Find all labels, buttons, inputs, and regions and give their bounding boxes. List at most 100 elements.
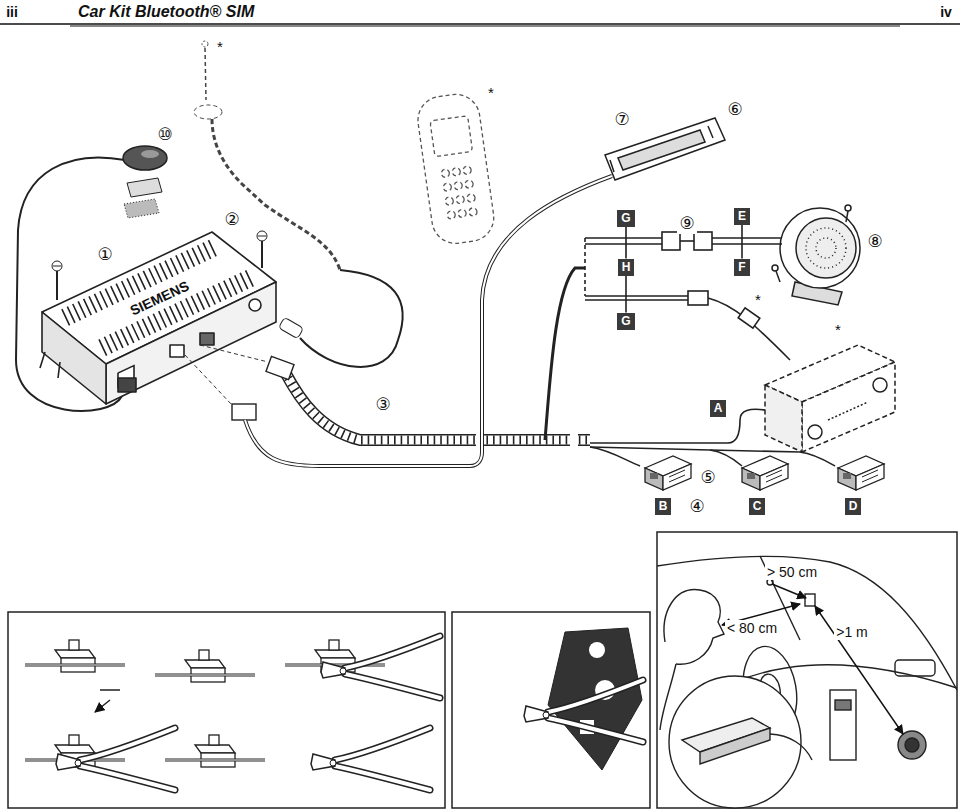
dimension-label: < 80 cm xyxy=(725,620,779,636)
main-unit xyxy=(170,345,184,357)
main-unit xyxy=(102,277,252,347)
label-holder: ⑦ xyxy=(614,110,629,130)
crimp-instructions xyxy=(95,690,120,712)
label-holder: * xyxy=(217,38,223,56)
wiring xyxy=(545,232,835,466)
loudspeaker xyxy=(772,265,778,271)
mounting-screw xyxy=(257,231,267,241)
mounting-screw xyxy=(261,241,263,268)
mobile-phone xyxy=(415,91,497,246)
wire-letter: A xyxy=(714,401,723,416)
wire-letter: C xyxy=(753,499,762,514)
wiring xyxy=(688,291,708,305)
cable-harness xyxy=(185,355,232,405)
installation-view xyxy=(770,734,812,760)
wire-letter-tag: D xyxy=(845,498,862,515)
mobile-phone xyxy=(467,194,476,203)
mobile-phone xyxy=(468,207,477,216)
loudspeaker xyxy=(776,271,780,282)
loudspeaker xyxy=(816,238,836,258)
wire-link xyxy=(625,276,627,313)
callout-number: ⑥ xyxy=(727,100,742,120)
installation-view xyxy=(664,590,724,665)
callout-number: ④ xyxy=(689,497,704,517)
installation-view xyxy=(805,594,815,606)
crimp-instructions xyxy=(165,735,265,767)
main-unit xyxy=(249,299,261,311)
loudspeaker xyxy=(796,218,856,278)
label-holder: ⑥ xyxy=(727,100,742,120)
crimp-instructions xyxy=(56,728,175,790)
mobile-phone xyxy=(465,180,474,189)
main-unit xyxy=(40,232,276,404)
crimp-instructions xyxy=(321,636,440,698)
wiring xyxy=(662,232,680,250)
microphone xyxy=(127,178,162,197)
illustration xyxy=(838,456,884,490)
installation-view xyxy=(772,584,806,598)
cable-harness xyxy=(200,345,268,362)
microphone xyxy=(123,146,167,170)
installation-view xyxy=(835,700,851,710)
mobile-phone xyxy=(443,183,452,192)
car-radio xyxy=(828,402,868,420)
radio-faceplate xyxy=(482,176,612,452)
callout-number: ⑦ xyxy=(614,110,629,130)
microphone xyxy=(141,150,159,158)
cutting-instructions xyxy=(452,612,650,808)
main-unit xyxy=(42,312,106,404)
header-rule xyxy=(0,24,960,26)
header-rule xyxy=(0,23,960,25)
car-radio xyxy=(765,385,802,452)
radio-faceplate xyxy=(610,160,614,172)
mounting-screw xyxy=(52,261,62,271)
wire-letter: B xyxy=(659,499,668,514)
mobile-phone xyxy=(456,195,465,204)
mobile-phone xyxy=(445,197,454,206)
mobile-phone xyxy=(452,167,461,176)
callout-number: ⑨ xyxy=(677,214,696,234)
cable-harness xyxy=(285,372,590,440)
radio-faceplate xyxy=(708,126,713,138)
wire-letter-tag: A xyxy=(710,400,727,417)
cutting-instructions xyxy=(524,680,643,742)
page-number: iv xyxy=(940,4,952,20)
car-radio xyxy=(802,362,895,452)
label-holder: ⑧ xyxy=(867,232,882,252)
label-holder: ④ xyxy=(689,497,704,517)
optional-mark: * xyxy=(488,84,494,101)
mounting-screw xyxy=(56,271,58,300)
crimp-instructions xyxy=(8,612,445,808)
installation-view xyxy=(898,731,926,759)
header-rule xyxy=(70,26,900,27)
main-unit xyxy=(118,378,136,392)
wiring xyxy=(708,298,790,360)
wiring xyxy=(590,409,765,443)
page-title: Car Kit Bluetooth® SIM xyxy=(78,3,254,21)
wiring xyxy=(694,232,712,250)
illustration xyxy=(742,456,788,490)
cable-harness xyxy=(285,372,590,440)
mobile-phone xyxy=(430,116,473,157)
wire-letter: G xyxy=(621,314,630,329)
mobile-phone xyxy=(463,166,472,175)
installation-view xyxy=(657,532,957,808)
wire-letter-tag: C xyxy=(749,498,766,515)
wire-letter-tag: E xyxy=(734,208,750,225)
callout-number: ⑧ xyxy=(867,232,882,252)
cutting-instructions xyxy=(589,642,605,658)
mobile-phone xyxy=(441,169,450,178)
mobile-phone xyxy=(447,210,456,219)
label-holder: ⑩ xyxy=(157,125,172,145)
callout-number: ⑤ xyxy=(700,468,715,488)
mobile-phone xyxy=(454,181,463,190)
crimp-instructions xyxy=(25,640,125,672)
dimension-label: > 50 cm xyxy=(765,564,819,580)
label-holder: ⑤ xyxy=(700,468,715,488)
wire-letter-tag: B xyxy=(655,498,672,515)
antenna xyxy=(278,317,303,338)
installation-view xyxy=(700,728,770,764)
wire-letter: F xyxy=(738,260,745,275)
label-holder: * xyxy=(488,84,494,102)
